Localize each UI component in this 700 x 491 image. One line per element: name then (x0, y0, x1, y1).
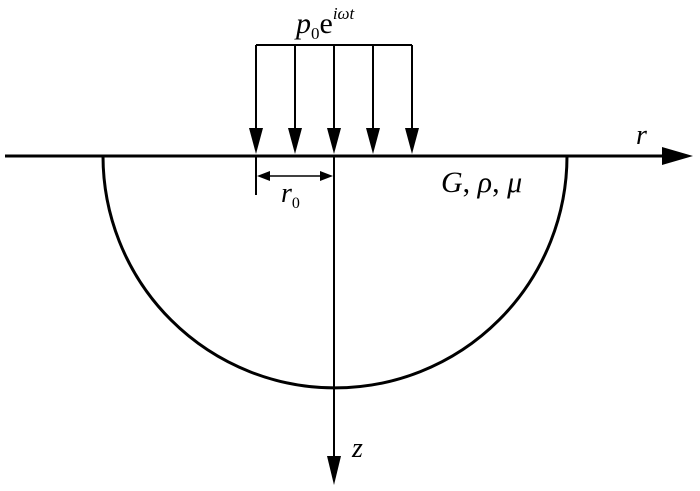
r-axis: r (5, 120, 693, 165)
z-axis-label: z (351, 433, 363, 464)
material-parameters-label: G, ρ, μ (441, 166, 522, 199)
z-axis-arrowhead (327, 456, 341, 485)
radius-arrowhead-right (320, 171, 333, 181)
z-axis: z (327, 156, 363, 485)
load-arrow (366, 45, 380, 154)
distributed-load: p0eiωt (249, 4, 419, 154)
radius-label: r0 (281, 178, 300, 212)
load-arrow (288, 45, 302, 154)
half-space-boundary-arc (101, 155, 569, 390)
r-axis-label: r (636, 120, 647, 151)
load-arrow (405, 45, 419, 154)
load-label: p0eiωt (294, 4, 356, 43)
r-axis-arrowhead (662, 147, 693, 165)
load-arrow (249, 45, 263, 154)
load-arrow (327, 45, 341, 154)
radius-arrowhead-left (257, 171, 270, 181)
radius-dimension: r0 (255, 156, 333, 212)
